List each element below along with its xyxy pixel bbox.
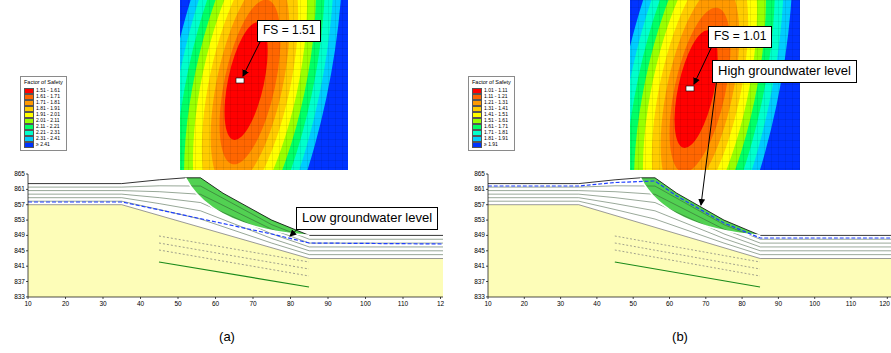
legend-box: Factor of Safety1.01 - 1.111.11 - 1.211.…	[468, 76, 515, 151]
axis-tick-label: 90	[324, 301, 331, 308]
leader-line	[243, 38, 262, 76]
axis-tick-label: 100	[809, 301, 820, 308]
legend-box: Factor of Safety1.51 - 1.611.61 - 1.711.…	[20, 76, 67, 151]
axis-tick-label: 841	[14, 263, 25, 270]
callout-box: FS = 1.01	[708, 26, 772, 48]
legend-text: 1.81 - 1.91	[36, 106, 60, 111]
axis-tick-label: 110	[846, 301, 856, 308]
axis-tick-label: 865	[474, 171, 485, 178]
axis-tick-label: 837	[474, 278, 485, 285]
axis-tick-label: 30	[557, 301, 564, 308]
axis-tick-label: 837	[14, 278, 25, 285]
legend-text: 2.11 - 2.21	[36, 124, 60, 129]
legend-text: 1.21 - 1.31	[484, 100, 508, 105]
axis-tick-label: 853	[14, 217, 25, 224]
axis-tick-label: 40	[593, 301, 600, 308]
axis-tick-label: 833	[14, 294, 25, 301]
legend-text: ≥ 2.41	[36, 142, 50, 147]
callout-box: FS = 1.51	[257, 20, 321, 42]
legend-text: 1.61 - 1.71	[484, 124, 508, 129]
legend-text: 1.71 - 1.81	[36, 100, 60, 105]
legend-text: 2.01 - 2.11	[36, 118, 60, 123]
legend-text: 1.71 - 1.81	[484, 130, 508, 135]
legend-swatch	[472, 142, 482, 148]
callout-box: High groundwater level	[712, 60, 857, 83]
panel-letter: (a)	[219, 330, 235, 343]
axis-tick-label: 849	[14, 232, 25, 239]
axis-tick-label: 845	[14, 248, 25, 255]
legend-text: 1.51 - 1.61	[36, 88, 60, 93]
leader-line	[694, 44, 713, 84]
callout-text: FS = 1.51	[263, 24, 315, 38]
axis-tick-label: 833	[474, 294, 485, 301]
legend-text: 2.21 - 2.31	[36, 130, 60, 135]
axis-tick-label: 80	[287, 301, 294, 308]
callout-text: High groundwater level	[718, 64, 851, 79]
legend-text: 1.01 - 1.11	[484, 88, 508, 93]
legend-row: ≥ 2.41	[24, 142, 63, 148]
axis-tick-label: 841	[474, 263, 485, 270]
axis-tick-label: 20	[62, 301, 69, 308]
axis-tick-label: 80	[738, 301, 745, 308]
axis-tick-label: 861	[474, 186, 485, 193]
callout-box: Low groundwater level	[296, 207, 438, 230]
axis-tick-label: 50	[174, 301, 181, 308]
callout-text: FS = 1.01	[714, 30, 766, 44]
axis-tick-label: 10	[24, 301, 31, 308]
axis-tick-label: 40	[137, 301, 144, 308]
panel-letter: (b)	[672, 330, 688, 343]
legend-text: 1.51 - 1.61	[484, 118, 508, 123]
axis-tick-label: 12	[437, 301, 444, 308]
axis-tick-label: 90	[775, 301, 782, 308]
legend-text: 1.81 - 1.91	[484, 136, 508, 141]
legend-text: ≥ 1.91	[484, 142, 498, 147]
legend-title: Factor of Safety	[472, 79, 511, 86]
axis-tick-label: 849	[474, 232, 485, 239]
axis-tick-label: 861	[14, 186, 25, 193]
axis-tick-label: 20	[521, 301, 528, 308]
legend-text: 1.41 - 1.51	[484, 112, 508, 117]
legend-text: 1.61 - 1.71	[36, 94, 60, 99]
callout-text: Low groundwater level	[302, 211, 432, 226]
axis-tick-label: 70	[249, 301, 256, 308]
legend-row: ≥ 1.91	[472, 142, 511, 148]
axis-tick-label: 120	[879, 301, 890, 308]
legend-text: 1.91 - 2.01	[36, 112, 60, 117]
legend-title: Factor of Safety	[24, 79, 63, 86]
axis-tick-label: 853	[474, 217, 485, 224]
legend-text: 1.11 - 1.21	[484, 94, 508, 99]
leader-line	[701, 78, 717, 205]
axis-tick-label: 60	[666, 301, 673, 308]
axis-tick-label: 857	[474, 201, 485, 208]
axis-tick-label: 50	[630, 301, 637, 308]
axis-tick-label: 845	[474, 248, 485, 255]
axis-tick-label: 30	[99, 301, 106, 308]
legend-swatch	[24, 142, 34, 148]
axis-tick-label: 857	[14, 201, 25, 208]
axis-tick-label: 60	[212, 301, 219, 308]
legend-text: 1.31 - 1.41	[484, 106, 508, 111]
axis-tick-label: 10	[484, 301, 491, 308]
axis-tick-label: 70	[702, 301, 709, 308]
legend-text: 2.31 - 2.41	[36, 136, 60, 141]
axis-tick-label: 100	[360, 301, 371, 308]
axis-tick-label: 865	[14, 171, 25, 178]
axis-tick-label: 110	[398, 301, 408, 308]
